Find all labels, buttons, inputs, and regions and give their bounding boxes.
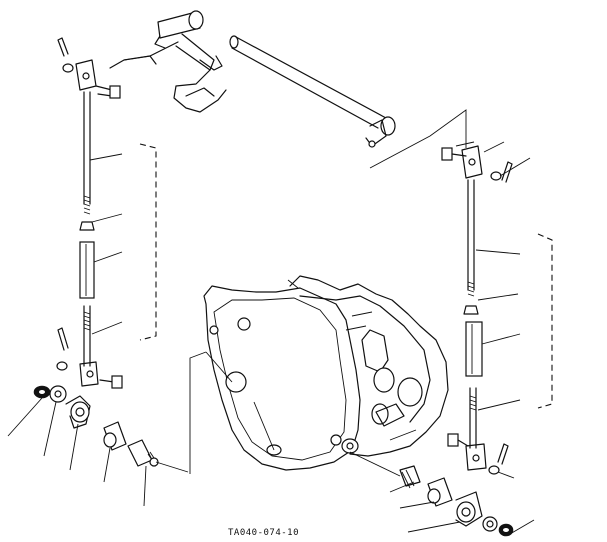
leader-lines (7, 141, 535, 535)
right-linkage (399, 145, 514, 537)
connector-lines (123, 55, 467, 477)
cross-shaft (229, 35, 396, 148)
figure-reference-code: TA040-074-10 (228, 528, 300, 538)
clutch-pedal (109, 10, 227, 113)
subassembly-brackets (139, 143, 553, 409)
transmission-housing (203, 275, 449, 471)
left-linkage (33, 37, 159, 467)
